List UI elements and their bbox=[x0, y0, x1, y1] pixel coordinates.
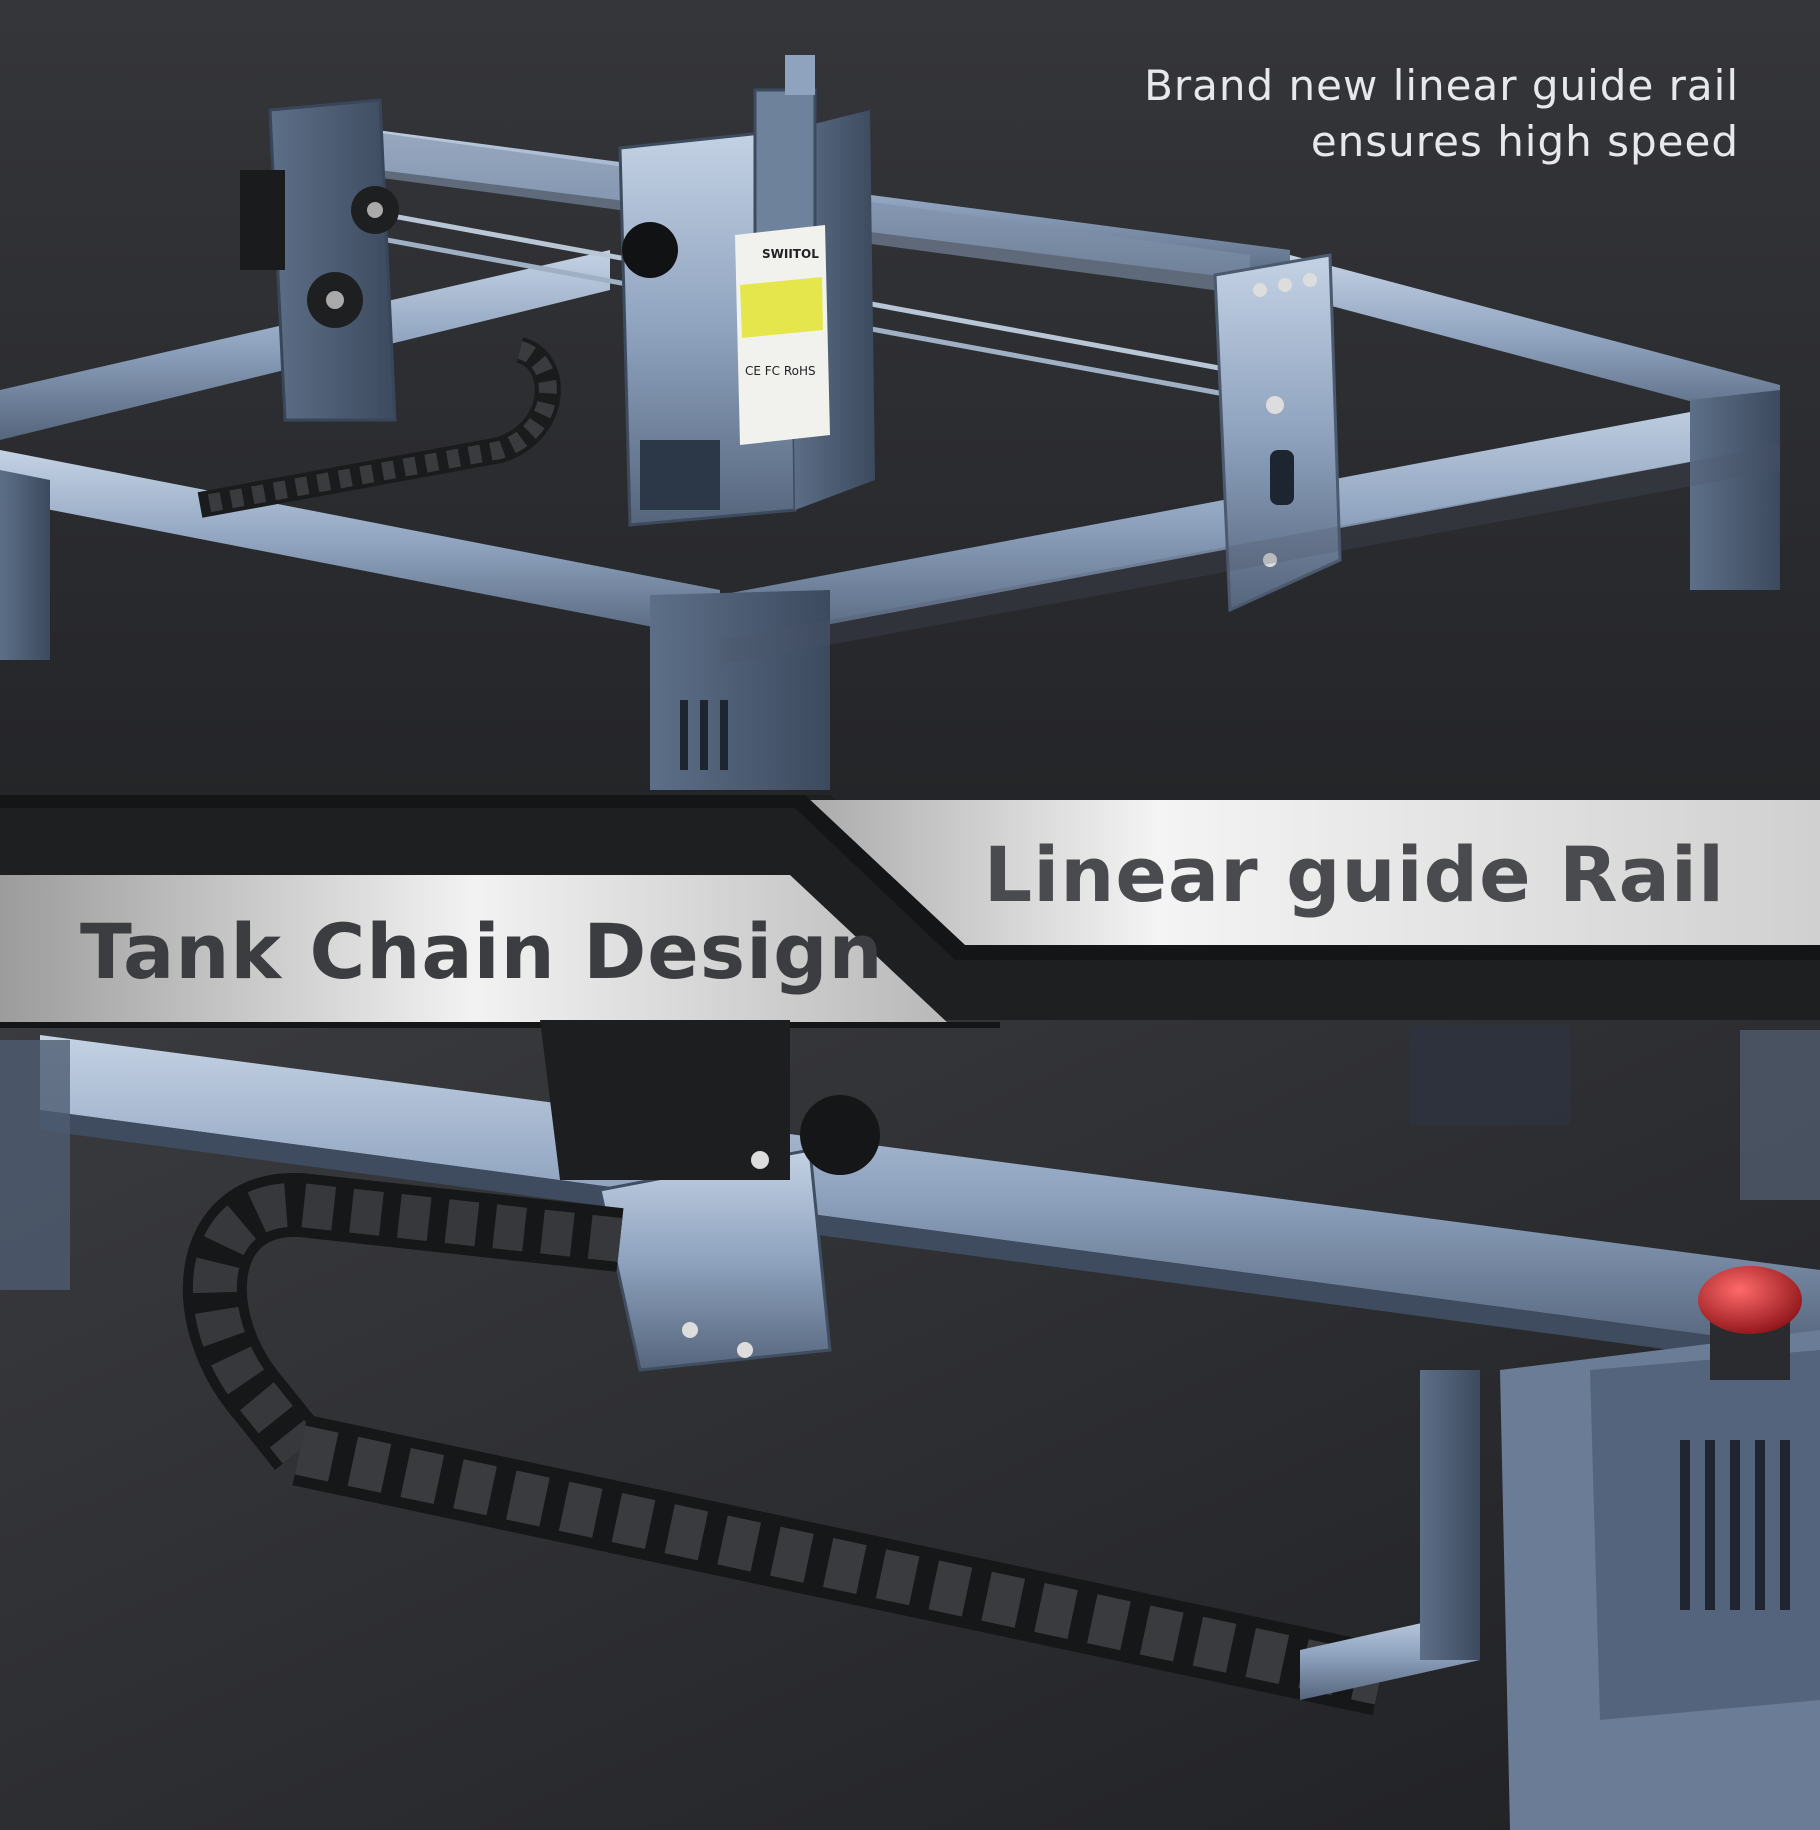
tank-chain-title: Tank Chain Design bbox=[80, 907, 884, 996]
tagline-line-2: ensures high speed bbox=[1310, 117, 1739, 166]
tagline: Brand new linear guide rail ensures high… bbox=[1144, 58, 1739, 170]
emergency-stop-icon bbox=[1698, 1266, 1802, 1334]
cert-marks: CE FC RoHS bbox=[745, 364, 816, 378]
engraver-frame: SWIITOL CE FC RoHS bbox=[0, 55, 1780, 790]
tagline-line-1: Brand new linear guide rail bbox=[1144, 61, 1739, 110]
brand-label: SWIITOL bbox=[762, 247, 819, 261]
vent-slots bbox=[1680, 1440, 1790, 1610]
title-band bbox=[0, 795, 1820, 1028]
tank-chain-closeup bbox=[0, 1020, 1820, 1830]
linear-guide-rail-title: Linear guide Rail bbox=[983, 830, 1725, 919]
